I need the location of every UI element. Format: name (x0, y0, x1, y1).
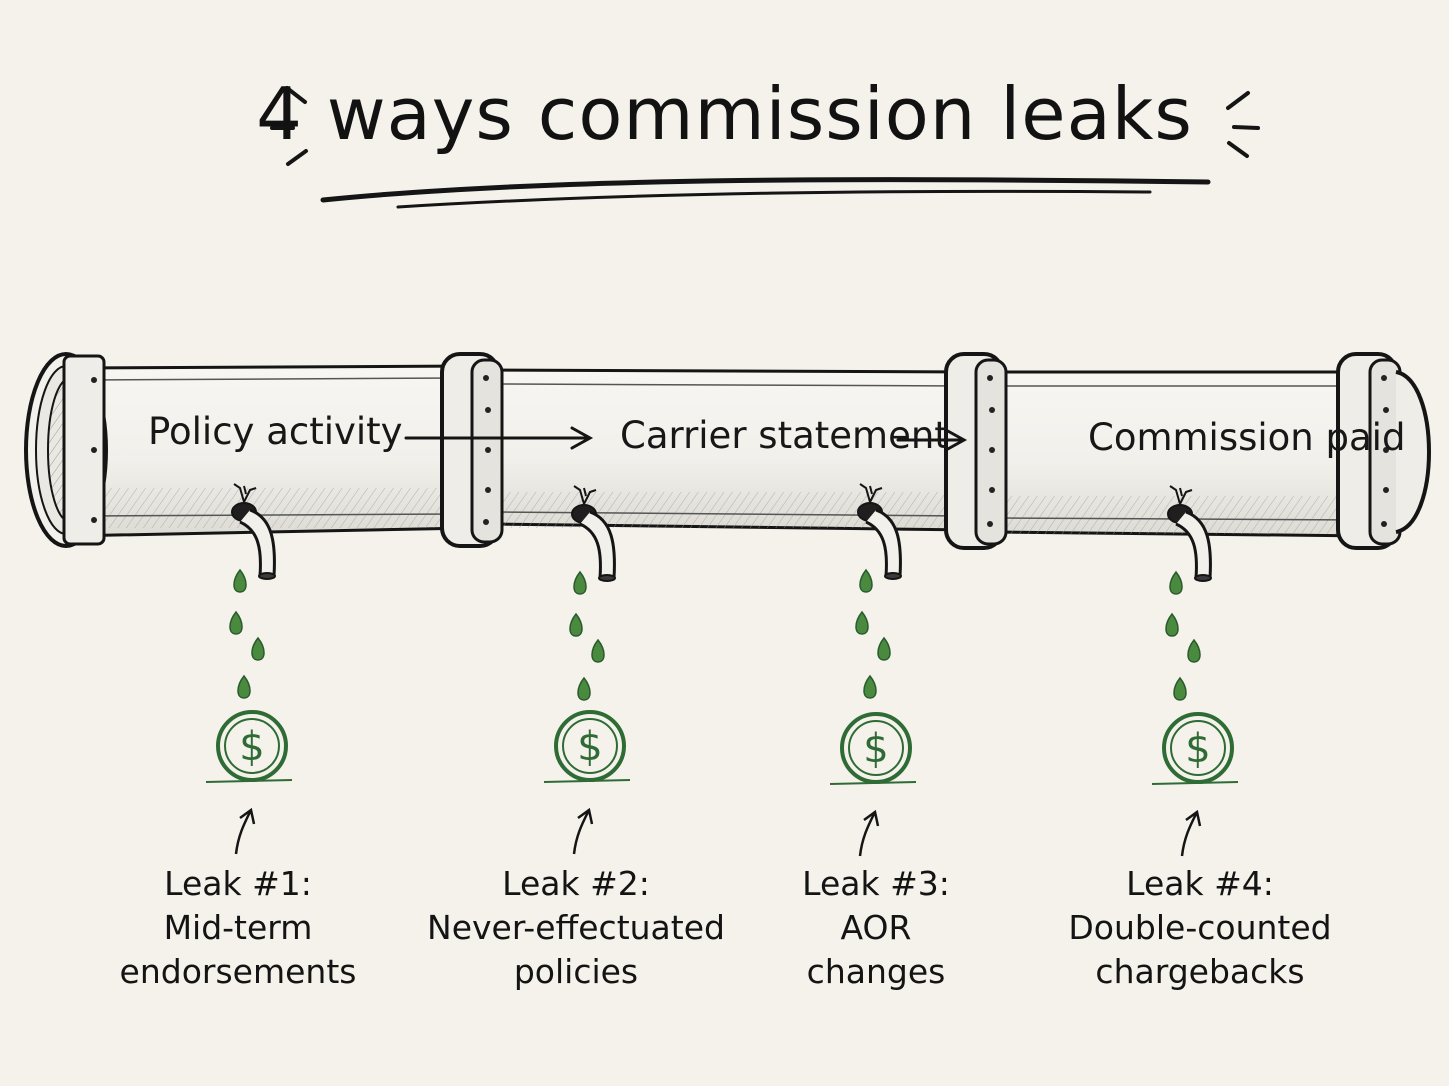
pointer-arrow-icon (234, 811, 252, 855)
drop-icon (877, 636, 891, 661)
leak-number: Leak #2: (502, 864, 650, 903)
drop-icon (1165, 612, 1179, 637)
drop-icon (855, 610, 869, 635)
drop-icon (1187, 638, 1201, 663)
drop-icon (569, 612, 583, 637)
leak-description-line2: changes (806, 952, 946, 991)
leak-4: $ (1151, 485, 1239, 857)
coin-icon (554, 710, 626, 782)
stage-label-carrier-statement: Carrier statement (620, 414, 949, 457)
drop-icon (591, 638, 605, 663)
drop-icon (577, 676, 591, 701)
leak-label-3: Leak #3: AOR changes (716, 862, 1036, 994)
title-decoration (270, 86, 1260, 209)
leak-description-line1: Mid-term (163, 908, 313, 947)
drop-icon (237, 674, 251, 699)
leak-description-line1: AOR (840, 908, 912, 947)
coin-icon (1162, 712, 1234, 784)
leak-3: $ (829, 483, 917, 857)
flow-arrow-2 (896, 428, 968, 452)
drop-icon (863, 674, 877, 699)
leak-description-line2: policies (513, 952, 639, 991)
leak-label-4: Leak #4: Double-counted chargebacks (1040, 862, 1360, 994)
crack-icon (859, 483, 883, 503)
coin-icon (216, 710, 288, 782)
dollar-sign: $ (239, 724, 264, 770)
pipe-flange-2 (944, 352, 1008, 550)
dollar-sign: $ (1185, 726, 1210, 772)
leak-label-1: Leak #1: Mid-term endorsements (78, 862, 398, 994)
stage-label-policy-activity: Policy activity (148, 410, 403, 453)
leaks-layer: $ $ $ $ (205, 483, 1239, 857)
drop-icon (251, 636, 265, 661)
drop-icon (233, 568, 247, 593)
leak-description-line1: Never-effectuated (427, 908, 725, 947)
drop-icon (1173, 676, 1187, 701)
crack-icon (233, 483, 257, 503)
dollar-sign: $ (577, 724, 602, 770)
pipeline (24, 352, 1431, 550)
flow-arrow-1 (404, 426, 594, 450)
leak-1: $ (205, 483, 293, 855)
leak-label-2: Leak #2: Never-effectuated policies (416, 862, 736, 994)
drop-icon (229, 610, 243, 635)
drop-icon (1169, 570, 1183, 595)
crack-icon (573, 485, 597, 505)
leak-description-line2: endorsements (119, 952, 357, 991)
pointer-arrow-icon (858, 813, 876, 857)
leak-number: Leak #4: (1126, 864, 1274, 903)
stage-label-commission-paid: Commission paid (1088, 416, 1406, 459)
leak-description-line1: Double-counted (1068, 908, 1332, 947)
leak-number: Leak #3: (802, 864, 950, 903)
leak-description-line2: chargebacks (1095, 952, 1305, 991)
leak-2: $ (543, 485, 631, 855)
pipe-flange-1 (440, 352, 504, 548)
drop-icon (859, 568, 873, 593)
pointer-arrow-icon (572, 811, 590, 855)
leak-number: Leak #1: (164, 864, 312, 903)
drop-icon (573, 570, 587, 595)
coin-icon (840, 712, 912, 784)
crack-icon (1169, 485, 1193, 505)
pipe-flange-3 (1336, 352, 1431, 550)
dollar-sign: $ (863, 726, 888, 772)
pointer-arrow-icon (1180, 813, 1198, 857)
diagram-title: 4 ways commission leaks (256, 72, 1193, 156)
